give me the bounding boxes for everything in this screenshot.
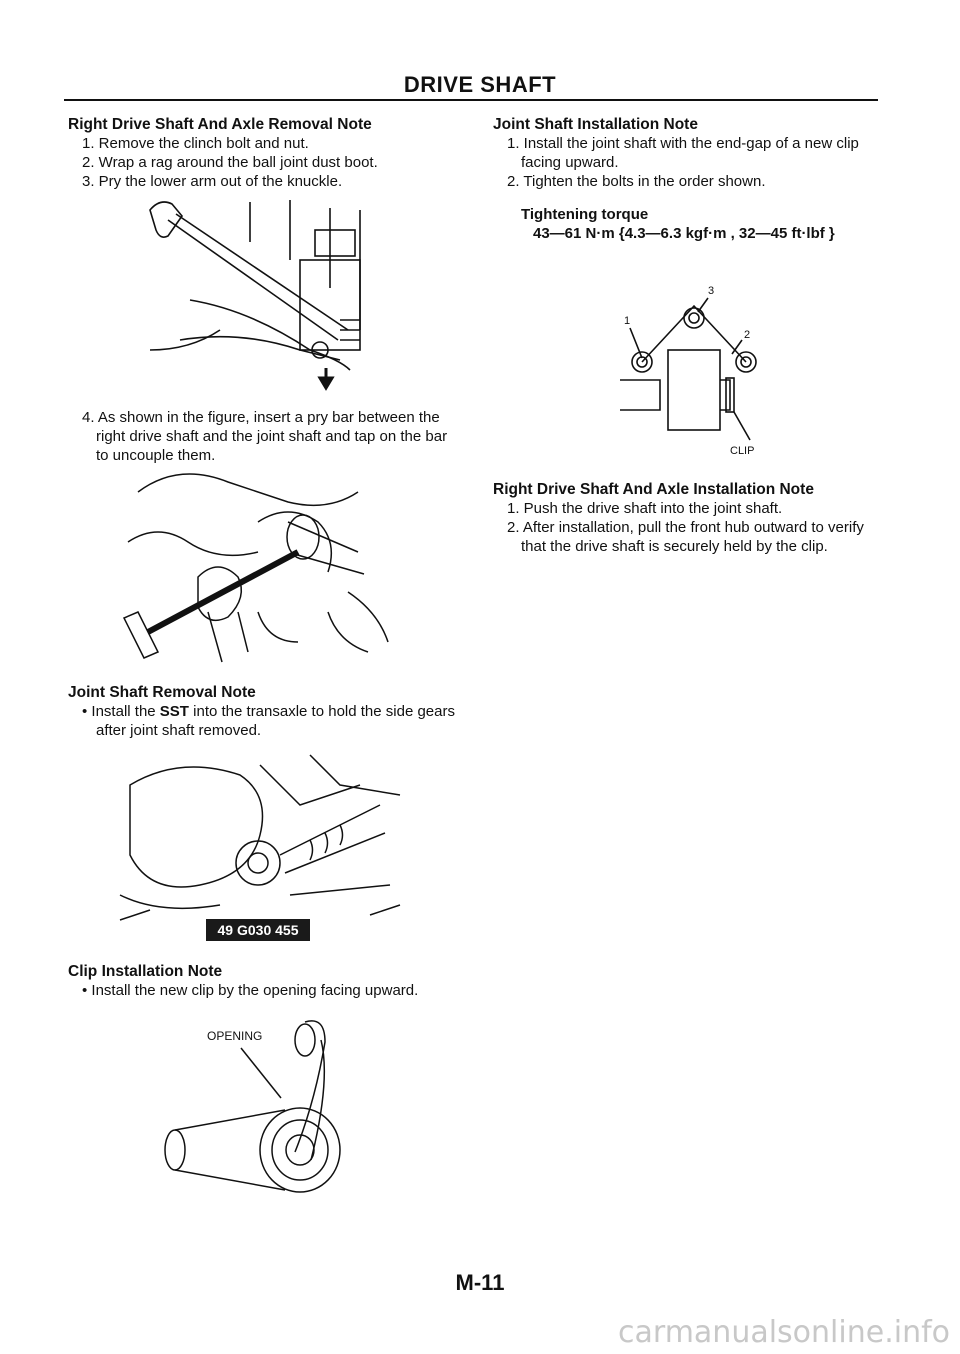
watermark: carmanualsonline.info — [618, 1315, 950, 1350]
section-heading: Right Drive Shaft And Axle Removal Note — [68, 116, 372, 133]
bolt-label-3: 3 — [708, 285, 714, 297]
step-item: 2. Wrap a rag around the ball joint dust… — [82, 154, 378, 171]
step-item: 1. Push the drive shaft into the joint s… — [507, 500, 783, 517]
bolt-label-2: 2 — [744, 329, 750, 341]
installation-steps: 1. Push the drive shaft into the joint s… — [493, 499, 893, 556]
page-number: M-11 — [455, 1270, 505, 1295]
section-heading: Right Drive Shaft And Axle Installation … — [493, 481, 814, 498]
section-heading: Joint Shaft Installation Note — [493, 116, 698, 133]
step-item: 1. Install the joint shaft with the end-… — [507, 135, 859, 171]
page-title: DRIVE SHAFT — [403, 72, 557, 97]
bolt-label-1: 1 — [624, 315, 630, 327]
section-heading: Joint Shaft Removal Note — [68, 684, 256, 701]
figure-bolt-order: 3 1 2 CLIP — [610, 280, 780, 460]
removal-steps: 1. Remove the clinch bolt and nut. 2. Wr… — [68, 134, 468, 191]
section-joint-shaft-removal: Joint Shaft Removal Note • Install the S… — [68, 683, 468, 740]
bullet-item: • Install the SST into the transaxle to … — [82, 703, 455, 739]
section-heading: Clip Installation Note — [68, 963, 223, 980]
installation-steps: 1. Install the joint shaft with the end-… — [493, 134, 893, 191]
step-item: 4. As shown in the figure, insert a pry … — [82, 409, 448, 464]
section-drive-shaft-removal: Right Drive Shaft And Axle Removal Note … — [68, 115, 468, 191]
step-item: 1. Remove the clinch bolt and nut. — [82, 135, 309, 152]
clip-label: CLIP — [730, 445, 754, 457]
torque-value: 43—61 N·m {4.3—6.3 kgf·m , 32—45 ft·lbf … — [533, 225, 835, 242]
figure-pry-bar-uncouple — [108, 462, 408, 672]
step-4: 4. As shown in the figure, insert a pry … — [68, 408, 458, 465]
figure-pry-lower-arm — [130, 190, 400, 400]
step-item: 3. Pry the lower arm out of the knuckle. — [82, 173, 343, 190]
opening-label: OPENING — [207, 1029, 262, 1043]
step-item: 2. After installation, pull the front hu… — [507, 519, 864, 555]
figure-sst-install: 49 G030 455 — [110, 745, 410, 955]
figure-clip-opening: OPENING — [155, 1010, 375, 1200]
section-drive-shaft-installation: Right Drive Shaft And Axle Installation … — [493, 480, 893, 556]
tool-label: 49 G030 455 — [218, 922, 299, 938]
section-joint-shaft-installation: Joint Shaft Installation Note 1. Install… — [493, 115, 893, 243]
bullet-item: • Install the new clip by the opening fa… — [82, 982, 419, 999]
title-rule — [64, 99, 878, 101]
step-item: 2. Tighten the bolts in the order shown. — [507, 173, 766, 190]
section-clip-installation: Clip Installation Note • Install the new… — [68, 962, 488, 1000]
torque-label: Tightening torque — [521, 206, 649, 223]
